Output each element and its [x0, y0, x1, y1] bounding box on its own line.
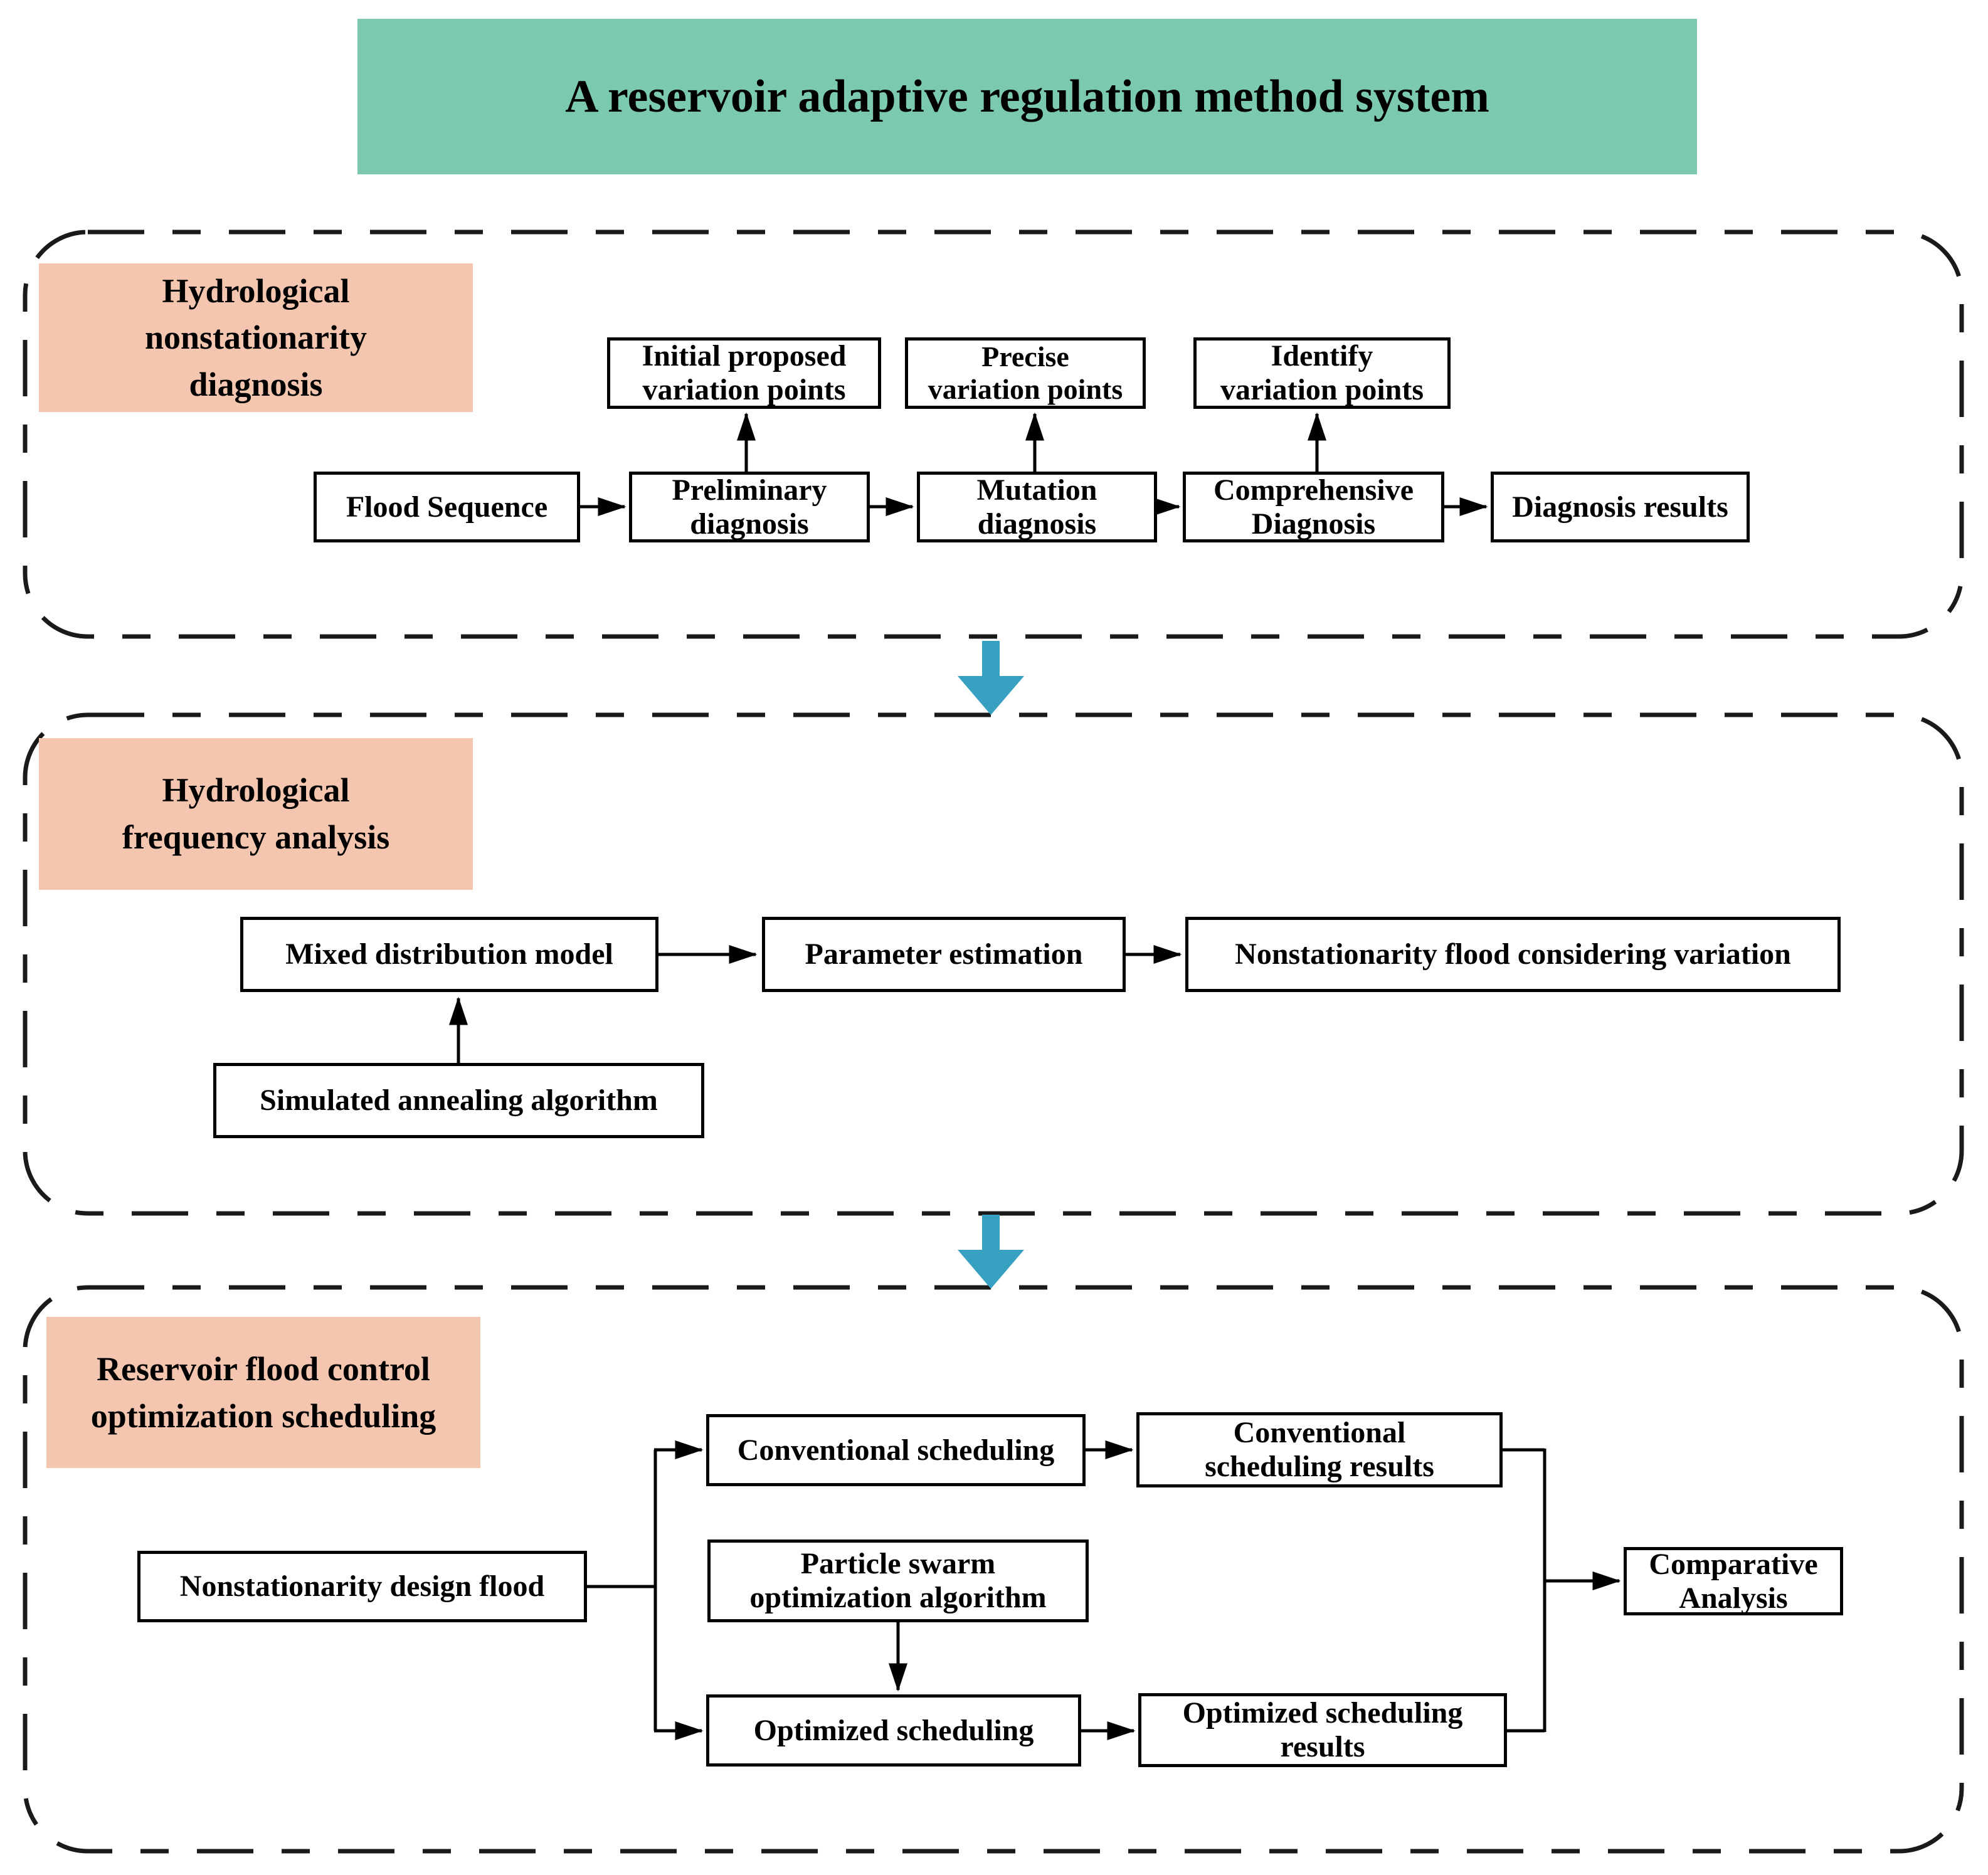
node-parameter-estimation: Parameter estimation: [762, 917, 1126, 992]
node-nonstationarity-design-flood: Nonstationarity design flood: [137, 1551, 587, 1622]
section-2-dashed-border: [23, 712, 1964, 1216]
title-banner: A reservoir adaptive regulation method s…: [357, 19, 1697, 174]
node-optimized-scheduling: Optimized scheduling: [706, 1694, 1081, 1767]
node-diagnosis-results: Diagnosis results: [1491, 472, 1750, 542]
section-1-dashed-border: [23, 230, 1964, 639]
section-3-dashed-border: [23, 1285, 1964, 1854]
node-simulated-annealing-algorithm: Simulated annealing algorithm: [213, 1063, 704, 1138]
node-mixed-distribution-model: Mixed distribution model: [240, 917, 658, 992]
down-arrow-icon: [958, 1215, 1024, 1289]
node-nonstationarity-flood-considering-variation: Nonstationarity flood considering variat…: [1185, 917, 1841, 992]
node-flood-sequence: Flood Sequence: [314, 472, 580, 542]
down-arrow-icon: [958, 641, 1024, 715]
node-conventional-scheduling: Conventional scheduling: [706, 1414, 1086, 1486]
page-title: A reservoir adaptive regulation method s…: [565, 70, 1489, 122]
